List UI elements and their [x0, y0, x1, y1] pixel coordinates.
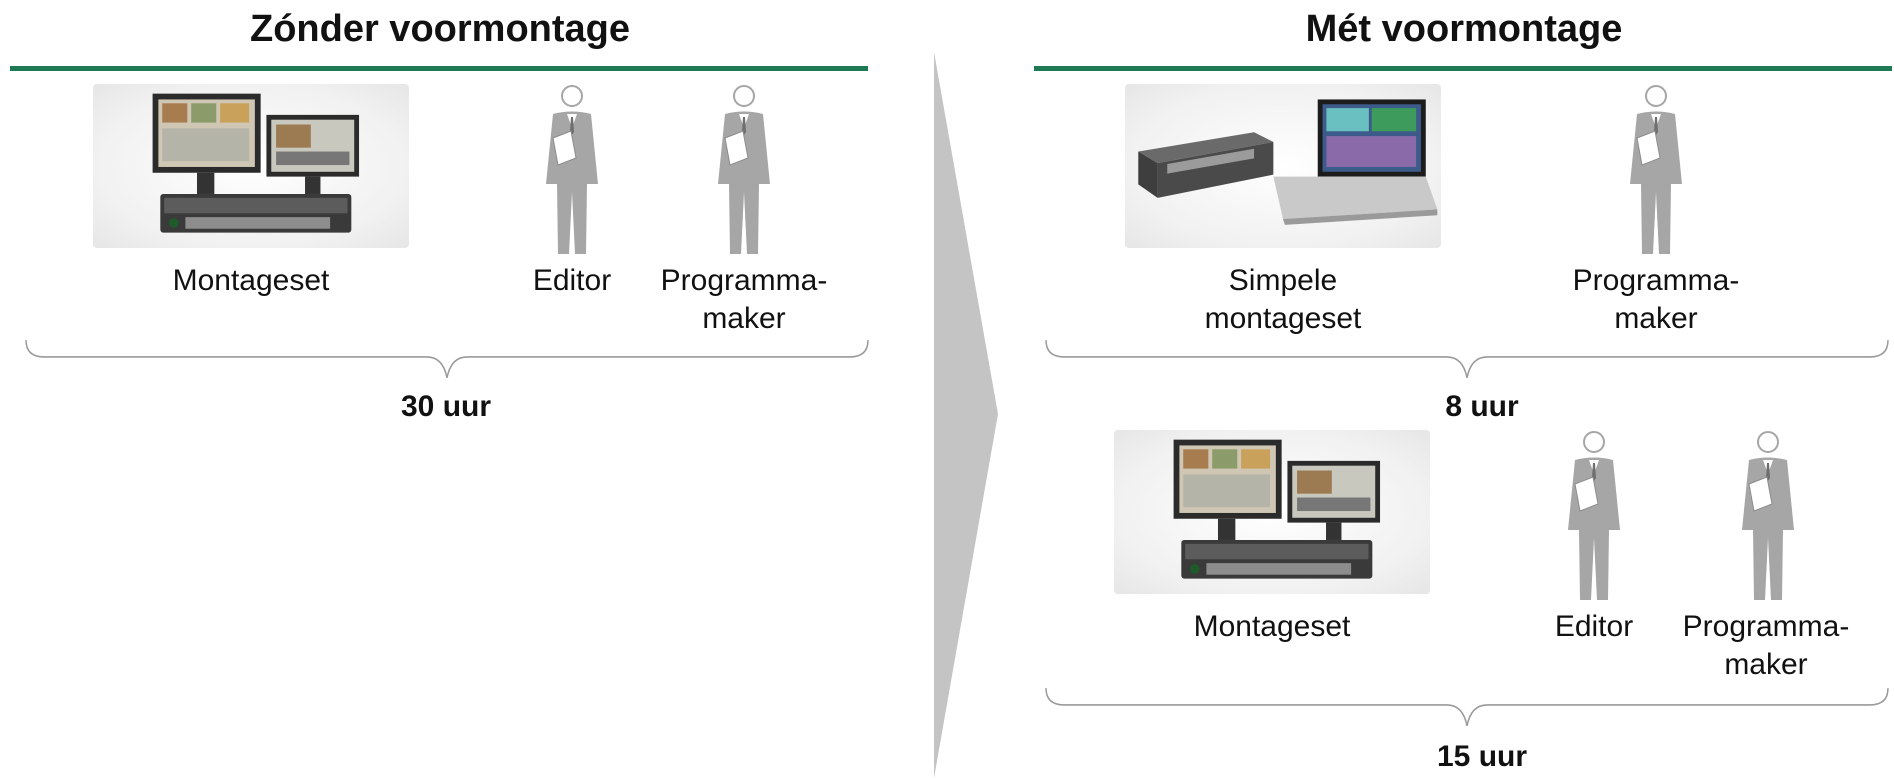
left-maker-label: Programma- maker	[654, 262, 834, 338]
right-title: Mét voormontage	[1305, 8, 1623, 50]
editing-workstation-icon	[1114, 430, 1430, 594]
right-step1-device-line-2: montageset	[1204, 302, 1362, 335]
chevron-arrow-icon	[934, 52, 998, 778]
right-title-rule	[1034, 66, 1892, 71]
right-step1-total: 8 uur	[1445, 390, 1519, 423]
simple-editing-set-image	[1125, 84, 1441, 248]
right-step2-maker-line-1: Programma-	[1682, 610, 1850, 643]
right-step1-maker-label: Programma- maker	[1556, 262, 1756, 338]
right-step1-maker-line-2: maker	[1614, 302, 1698, 335]
right-step2-total: 15 uur	[1436, 740, 1528, 773]
right-step2-device-label: Montageset	[1193, 610, 1351, 643]
right-step1-brace	[1045, 339, 1889, 379]
editing-workstation-icon	[93, 84, 409, 248]
right-step1-device-label: Simpele montageset	[1140, 262, 1426, 338]
left-brace	[25, 339, 869, 379]
right-step2-maker-line-2: maker	[1724, 648, 1808, 681]
right-step2-editor-label: Editor	[1554, 610, 1634, 643]
laptop-rack-icon	[1125, 84, 1441, 248]
editing-workstation-image	[1114, 430, 1430, 594]
left-device-label: Montageset	[172, 264, 330, 297]
person-icon	[1624, 84, 1688, 254]
person-icon	[1562, 430, 1626, 600]
left-title: Zónder voormontage	[249, 8, 631, 50]
right-step1-maker-line-1: Programma-	[1572, 264, 1740, 297]
person-icon	[540, 84, 604, 254]
left-title-rule	[10, 66, 868, 71]
editing-workstation-image	[93, 84, 409, 248]
left-total: 30 uur	[400, 390, 492, 423]
left-maker-line-2: maker	[702, 302, 786, 335]
right-step2-brace	[1045, 687, 1889, 727]
person-icon	[712, 84, 776, 254]
right-step2-maker-label: Programma- maker	[1676, 608, 1856, 684]
person-icon	[1736, 430, 1800, 600]
right-step1-device-line-1: Simpele	[1228, 264, 1338, 297]
left-maker-line-1: Programma-	[660, 264, 828, 297]
left-editor-label: Editor	[532, 264, 612, 297]
